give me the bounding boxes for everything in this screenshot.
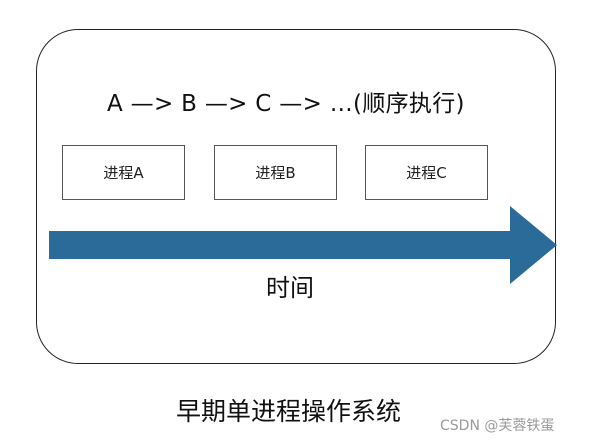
process-box-c: 进程C — [365, 145, 488, 200]
time-axis-label: 时间 — [266, 274, 314, 302]
time-arrow-shape — [49, 206, 557, 284]
process-label-a: 进程A — [103, 164, 144, 182]
csdn-watermark: CSDN @芙蓉铁蛋 — [440, 418, 555, 434]
process-label-b: 进程B — [255, 164, 296, 182]
process-box-a: 进程A — [62, 145, 185, 200]
sequence-flow-text: A —> B —> C —> …(顺序执行) — [107, 91, 465, 117]
process-box-b: 进程B — [214, 145, 337, 200]
process-label-c: 进程C — [406, 164, 447, 182]
diagram-caption: 早期单进程操作系统 — [176, 397, 402, 426]
